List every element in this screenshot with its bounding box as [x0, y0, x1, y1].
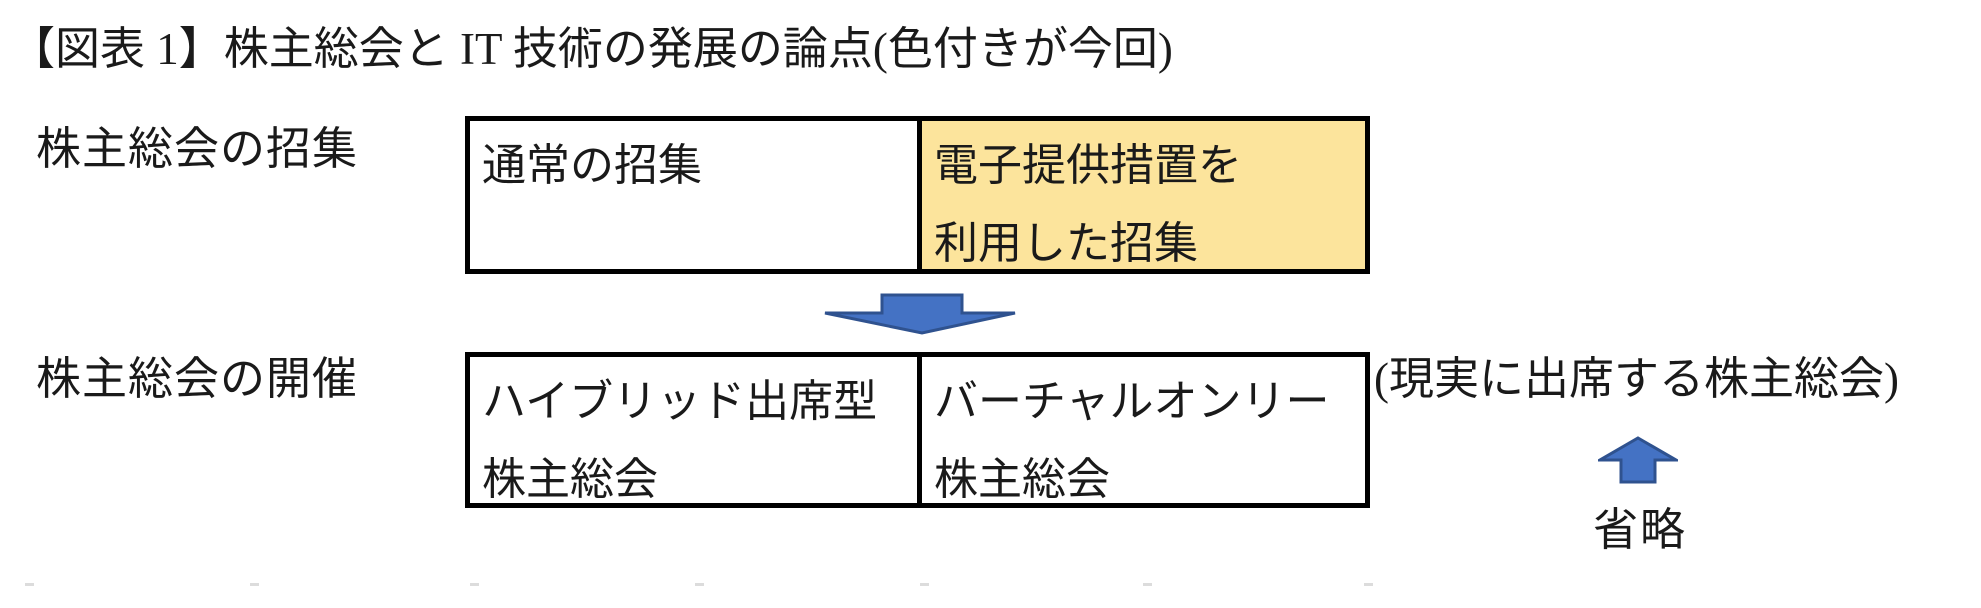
artifact-dash: [25, 583, 34, 586]
cell-text-line: 通常の招集: [482, 141, 702, 190]
artifact-dash: [1364, 583, 1373, 586]
row-label-convening: 株主総会の招集: [36, 124, 359, 174]
artifact-dash: [250, 583, 259, 586]
figure-title: 【図表 1】株主総会と IT 技術の発展の論点(色付きが今回): [10, 24, 1173, 74]
convening-table: 通常の招集 電子提供措置を 利用した招集: [465, 116, 1370, 274]
cell-electronic-provision-convening: 電子提供措置を 利用した招集: [917, 121, 1365, 269]
artifact-dash: [1143, 583, 1152, 586]
cell-virtual-only: バーチャルオンリー 株主総会: [917, 357, 1365, 504]
artifact-dash: [920, 583, 929, 586]
cell-text-line: 株主総会: [934, 455, 1110, 504]
row-label-holding: 株主総会の開催: [36, 354, 359, 404]
cell-text-line: バーチャルオンリー: [934, 377, 1330, 426]
cell-text-line: 株主総会: [482, 455, 658, 504]
artifact-dash: [695, 583, 704, 586]
cell-normal-convening: 通常の招集: [470, 121, 917, 269]
cell-text-line: 利用した招集: [934, 219, 1198, 268]
holding-table: ハイブリッド出席型 株主総会 バーチャルオンリー 株主総会: [465, 352, 1370, 508]
artifact-dash: [470, 583, 479, 586]
omitted-label: 省略: [1593, 505, 1688, 555]
up-arrow-icon: [1598, 436, 1678, 484]
cell-text-line: 電子提供措置を: [934, 141, 1242, 190]
down-arrow-icon: [824, 293, 1016, 335]
cell-hybrid-attendance: ハイブリッド出席型 株主総会: [470, 357, 917, 504]
cell-text-line: ハイブリッド出席型: [482, 377, 878, 426]
real-meeting-note: (現実に出席する株主総会): [1374, 354, 1899, 404]
